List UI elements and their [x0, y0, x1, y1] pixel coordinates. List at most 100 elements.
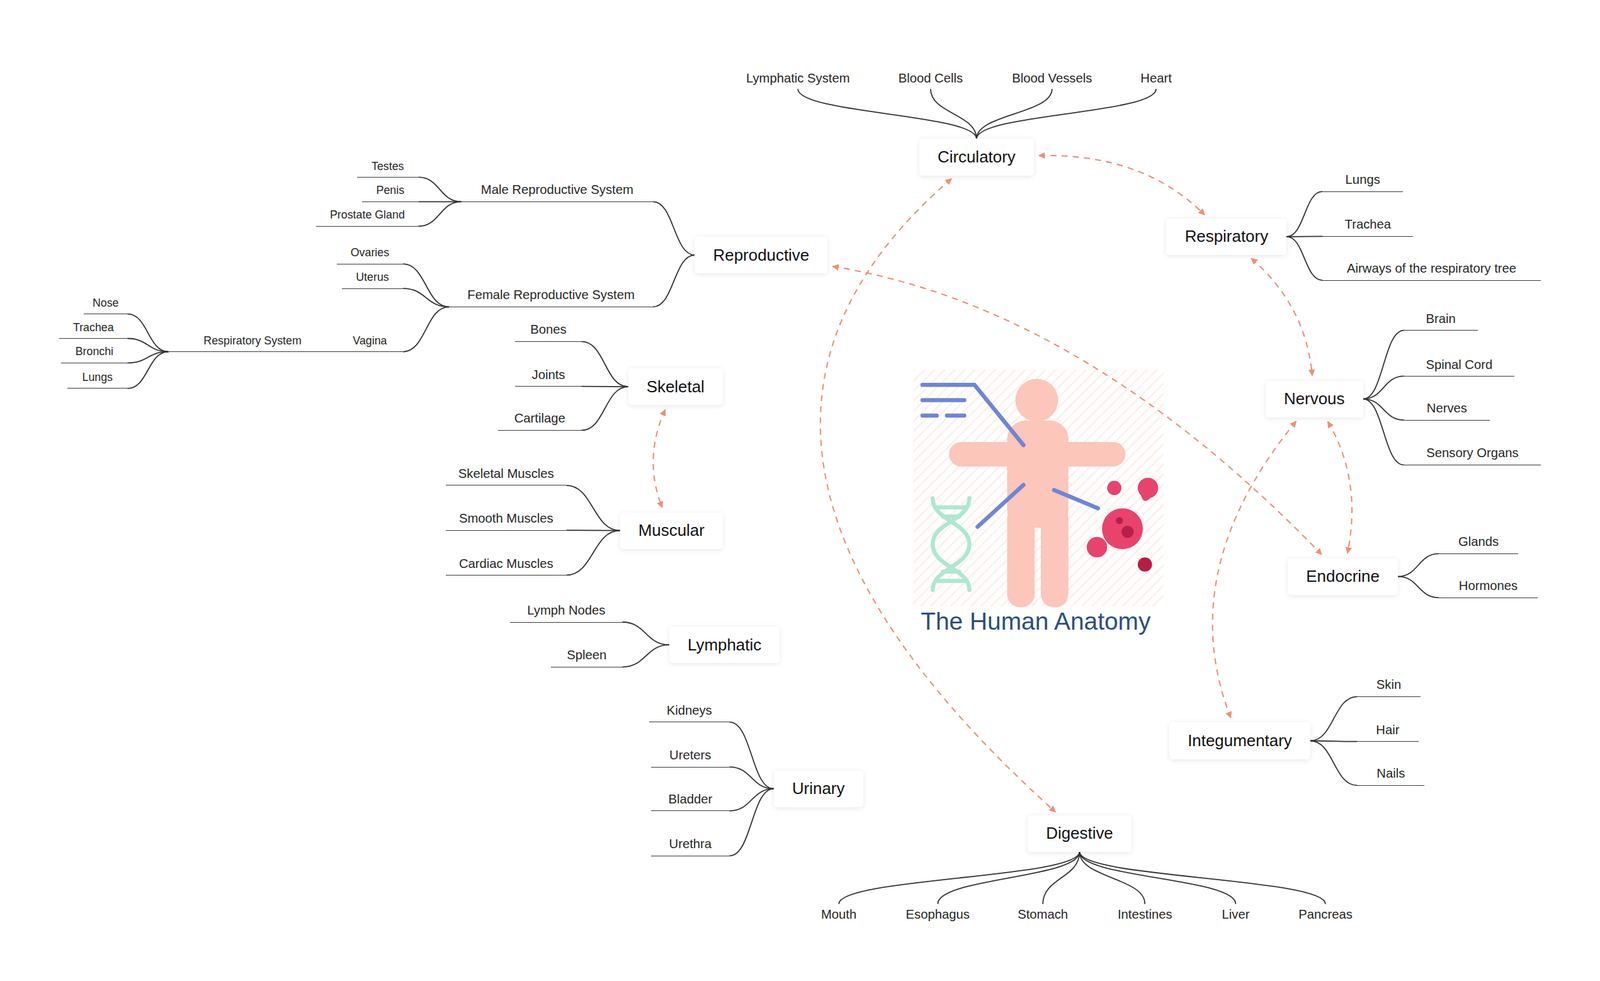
- system-name: Respiratory: [1185, 227, 1269, 246]
- part-label: Respiratory System: [168, 331, 337, 352]
- part-label: Kidneys: [649, 700, 730, 723]
- branch-line: [402, 306, 449, 352]
- part-name: Testes: [371, 159, 404, 174]
- branch-line: [402, 288, 449, 307]
- part-label: Prostate Gland: [316, 205, 419, 227]
- part-label: Lymph Nodes: [510, 600, 623, 623]
- branch-line: [418, 201, 461, 227]
- part-label: Heart: [1139, 71, 1174, 86]
- part-label: Brain: [1404, 309, 1478, 331]
- part-label: Liver: [1220, 907, 1252, 922]
- relation-arrow: [1251, 258, 1313, 376]
- branch-line: [127, 351, 169, 389]
- part-name: Liver: [1222, 907, 1250, 922]
- part-label: Skin: [1356, 675, 1420, 697]
- part-label: Lymphatic System: [744, 71, 852, 86]
- relation-arrow: [1212, 421, 1297, 718]
- branch-line: [1310, 696, 1357, 741]
- part-label: Spleen: [550, 645, 623, 667]
- branch-line: [1363, 399, 1405, 466]
- part-label: Airways of the respiratory tree: [1322, 258, 1541, 281]
- branch-line: [622, 644, 670, 667]
- branch-line: [1363, 399, 1405, 421]
- part-name: Bronchi: [75, 345, 114, 359]
- part-label: Hair: [1356, 720, 1419, 742]
- part-name: Hair: [1375, 722, 1400, 738]
- branch-line: [1397, 553, 1439, 577]
- part-label: Nose: [83, 294, 128, 315]
- branch-line: [1310, 741, 1357, 786]
- relation-arrow: [652, 409, 665, 508]
- illustration-ground: [913, 369, 1164, 607]
- part-label: Lungs: [1322, 170, 1403, 192]
- relation-arrow: [1327, 421, 1352, 554]
- system-name: Urinary: [792, 779, 846, 798]
- part-label: Lungs: [67, 368, 128, 389]
- system-name: Endocrine: [1305, 567, 1380, 586]
- branch-line: [1397, 576, 1439, 599]
- part-name: Lymphatic System: [746, 71, 851, 86]
- branch-line: [797, 88, 977, 139]
- branch-line: [729, 766, 774, 789]
- branch-line: [729, 788, 774, 812]
- part-name: Ovaries: [350, 246, 390, 260]
- system-box: Integumentary: [1169, 722, 1311, 759]
- branch-line: [1079, 851, 1237, 905]
- part-name: Trachea: [73, 321, 114, 335]
- branch-line: [1363, 330, 1405, 400]
- part-label: Vagina: [336, 331, 403, 352]
- part-label: Cardiac Muscles: [445, 554, 567, 576]
- part-label: Intestines: [1116, 907, 1174, 922]
- part-label: Esophagus: [904, 907, 971, 922]
- relation-arrow: [832, 266, 1322, 555]
- part-label: Skeletal Muscles: [445, 464, 567, 486]
- branch-line: [1286, 236, 1323, 281]
- part-name: Brain: [1426, 311, 1456, 327]
- branch-line: [418, 176, 461, 202]
- part-name: Cartilage: [514, 411, 566, 426]
- part-name: Lymph Nodes: [527, 603, 606, 618]
- part-label: Penis: [362, 181, 419, 203]
- branch-line: [581, 386, 629, 431]
- system-box: Respiratory: [1166, 218, 1287, 256]
- part-name: Bladder: [668, 792, 713, 807]
- part-name: Bones: [530, 322, 567, 337]
- branch-line: [1286, 191, 1323, 237]
- part-label: Hormones: [1438, 576, 1538, 598]
- part-name: Male Reproductive System: [481, 182, 634, 198]
- branch-line: [1286, 236, 1323, 238]
- branch-line: [1042, 851, 1080, 905]
- part-label: Blood Cells: [897, 71, 965, 86]
- branch-line: [1310, 741, 1357, 742]
- part-name: Ureters: [669, 748, 711, 763]
- part-name: Vagina: [352, 334, 387, 348]
- system-box: Reproductive: [694, 236, 828, 274]
- part-label: Joints: [515, 365, 582, 387]
- system-box: Circulatory: [919, 138, 1034, 176]
- part-label: Sensory Organs: [1404, 443, 1541, 466]
- part-name: Penis: [376, 183, 405, 198]
- part-label: Ureters: [651, 745, 730, 767]
- part-name: Mouth: [821, 907, 857, 922]
- part-name: Lungs: [1345, 172, 1381, 188]
- system-name: Lymphatic: [687, 635, 762, 655]
- part-label: Urethra: [651, 834, 730, 856]
- part-label: Glands: [1438, 532, 1519, 555]
- branch-line: [976, 88, 1157, 139]
- part-name: Trachea: [1344, 217, 1392, 232]
- branch-line: [1363, 375, 1405, 399]
- branch-line: [581, 341, 629, 387]
- system-name: Skeletal: [646, 377, 705, 397]
- branch-line: [1079, 851, 1327, 905]
- part-name: Urethra: [669, 836, 713, 852]
- system-box: Skeletal: [628, 368, 724, 405]
- part-name: Spinal Cord: [1425, 357, 1493, 373]
- system-name: Muscular: [638, 521, 705, 540]
- part-label: Trachea: [59, 318, 128, 339]
- system-name: Reproductive: [713, 246, 810, 265]
- branch-line: [566, 530, 620, 576]
- part-name: Prostate Gland: [329, 208, 405, 222]
- part-label: Male Reproductive System: [460, 180, 653, 203]
- cell-blobs: [1086, 477, 1158, 572]
